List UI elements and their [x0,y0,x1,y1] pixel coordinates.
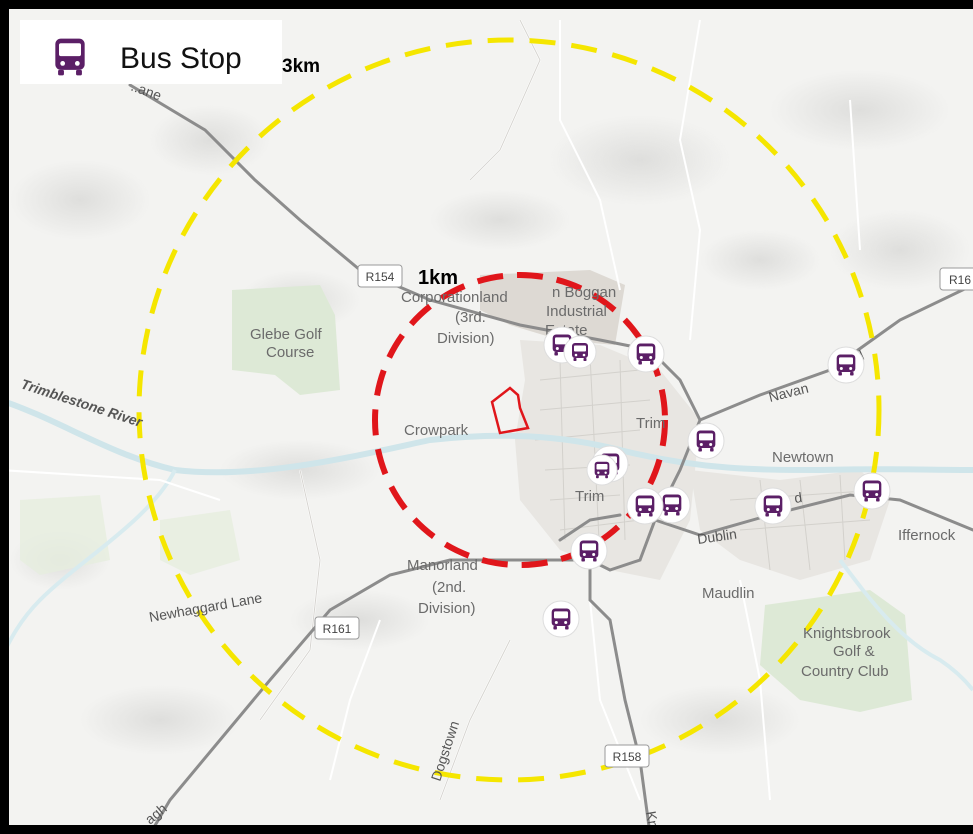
svg-text:R16: R16 [949,273,971,287]
bus-stop-marker[interactable] [827,346,865,384]
label-knights-1: Knightsbrook [803,625,891,642]
bus-stop-marker[interactable] [563,335,597,369]
svg-text:R161: R161 [323,622,352,636]
label-manorland-3: Division) [418,600,476,617]
route-shield-r154: R154 [357,264,403,288]
label-bottom-road: Kn [643,810,662,830]
place-labels: Corporationland (3rd. Division) n Boggan… [250,284,956,680]
bus-stop-marker[interactable] [570,532,608,570]
label-industrial-1: n Boggan [552,284,616,301]
label-dublin-road: Dublin [696,526,738,547]
river-tributary [9,469,177,647]
map-legend: Bus Stop [20,20,282,84]
svg-text:R154: R154 [366,270,395,284]
label-crowpark: Crowpark [404,422,469,439]
site-boundary [490,386,530,435]
green-area [160,510,240,575]
river-tributary-east [838,558,973,692]
bus-stop-marker[interactable] [626,487,664,525]
svg-text:R158: R158 [613,750,642,764]
bus-stop-marker[interactable] [586,454,618,486]
bus-stops [542,326,891,638]
bus-stop-marker[interactable] [687,422,725,460]
route-shield-r161: R161 [314,616,360,640]
bus-stop-marker[interactable] [754,487,792,525]
legend-label: Bus Stop [120,42,242,75]
label-trim-small: Trim [575,488,604,505]
label-dublin-road-end: d [793,489,803,506]
label-iffernock: Iffernock [898,527,956,544]
green-area-west [20,495,110,575]
label-3km: 3km [282,56,320,77]
ring-3km [136,37,882,783]
industrial-estate-area [480,270,625,345]
ring-1km [372,272,668,568]
label-glebe-2: Course [266,344,314,361]
knightsbrook-golf-area [760,590,912,712]
label-glebe-1: Glebe Golf [250,326,323,343]
label-knights-2: Golf & [833,643,875,660]
bus-stop-marker[interactable] [627,335,665,373]
label-trim-main: Trim [636,415,665,432]
trimblestone-river [9,400,973,476]
label-knights-3: Country Club [801,663,889,680]
route-shield-r16: R16 [939,267,973,291]
label-maudlin: Maudlin [702,585,755,602]
label-1km: 1km [418,267,458,289]
route-shield-r158: R158 [604,744,650,768]
label-manorland-2: (2nd. [432,579,466,596]
label-industrial-2: Industrial [546,303,607,320]
label-corporationland-sub1: (3rd. [455,309,486,326]
label-manorland-1: Manorland [407,557,478,574]
label-newtown: Newtown [772,449,834,466]
bus-stop-marker[interactable] [853,472,891,510]
glebe-golf-course-area [232,285,340,395]
bus-stop-marker[interactable] [542,600,580,638]
label-corporationland-sub2: Division) [437,330,495,347]
bus-icon [55,38,85,76]
label-corporationland: Corporationland [401,289,508,306]
